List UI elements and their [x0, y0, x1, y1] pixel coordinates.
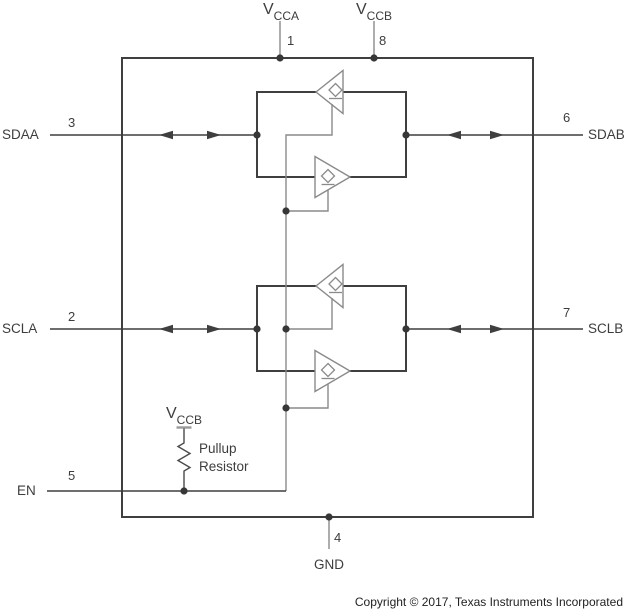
sclb-bidirectional-arrow-icon: [447, 324, 504, 334]
pullup-vccb-label: VCCB: [166, 405, 203, 428]
resistor-zigzag-icon: [176, 428, 192, 491]
scla-label: SCLA: [2, 321, 38, 336]
en-label: EN: [17, 483, 36, 498]
open-drain-buffer-icon: [320, 168, 336, 186]
pin-number-6: 6: [563, 110, 571, 125]
enable-net: [285, 104, 333, 491]
scla-loop-junction-dot-icon: [253, 325, 261, 333]
pullup-resistor: [176, 426, 192, 491]
open-drain-buffer-icon: [320, 362, 336, 380]
pin-number-7: 7: [563, 305, 571, 320]
vccb-label: VCCB: [356, 1, 393, 24]
enable-junction-dot-icon: [282, 207, 290, 215]
enable-junction-dot-icon: [282, 325, 290, 333]
pin-number-8: 8: [379, 33, 387, 48]
sclb-label: SCLB: [588, 321, 624, 336]
pullup-junction-dot-icon: [180, 487, 188, 495]
pullup-caption-line1: Pullup: [199, 441, 237, 456]
pin-number-5: 5: [68, 468, 76, 483]
junction-dots: [180, 54, 410, 521]
scl-channel: [50, 263, 583, 393]
gnd-junction-dot-icon: [325, 513, 333, 521]
copyright-notice: Copyright © 2017, Texas Instruments Inco…: [354, 595, 623, 609]
pin-number-1: 1: [287, 33, 295, 48]
pin-number-2: 2: [68, 309, 76, 324]
sdab-label: SDAB: [588, 127, 625, 142]
sda-buffer-b-to-a-triangle: [314, 69, 344, 115]
vcca-label: VCCA: [263, 1, 300, 24]
sdaa-loop-junction-dot-icon: [253, 131, 261, 139]
sdab-loop-junction-dot-icon: [402, 131, 410, 139]
sda-channel: [50, 69, 583, 199]
scl-buffer-b-to-a-triangle: [314, 263, 344, 309]
pullup-caption-line2: Resistor: [199, 459, 249, 474]
vcca-junction-dot-icon: [276, 54, 284, 62]
sdab-bidirectional-arrow-icon: [447, 130, 504, 140]
open-drain-buffer-icon: [328, 82, 343, 100]
gnd-label: GND: [314, 557, 344, 572]
open-drain-buffer-icon: [328, 276, 343, 294]
vccb-junction-dot-icon: [370, 54, 378, 62]
scla-bidirectional-arrow-icon: [159, 324, 221, 334]
pullup-resistor-caption: Pullup Resistor: [199, 440, 249, 476]
pin-number-3: 3: [68, 115, 76, 130]
enable-junction-dot-icon: [282, 404, 290, 412]
pin-number-4: 4: [334, 530, 342, 545]
sclb-loop-junction-dot-icon: [402, 325, 410, 333]
sdaa-bidirectional-arrow-icon: [159, 130, 221, 140]
sdaa-label: SDAA: [2, 127, 39, 142]
